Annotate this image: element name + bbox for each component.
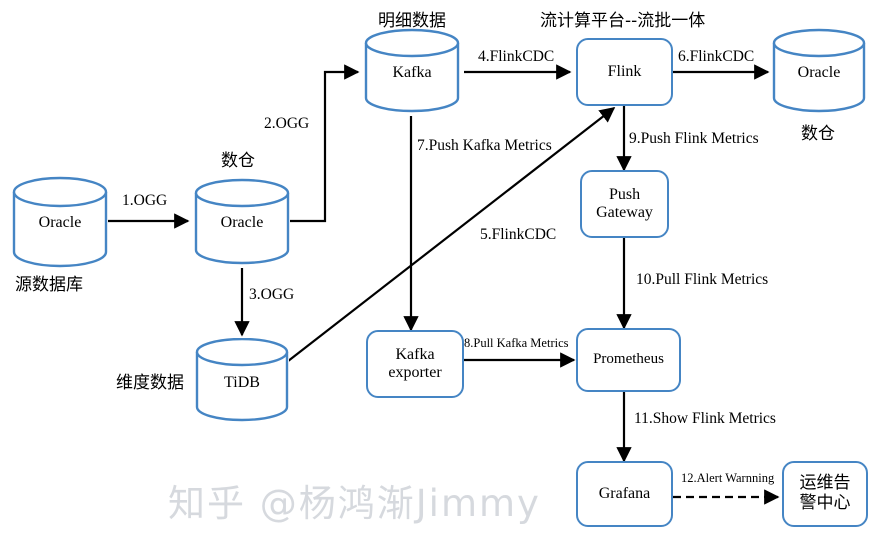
edge-label-4: 4.FlinkCDC [478, 48, 555, 65]
caption-oracle-dw: 数仓 [221, 151, 255, 171]
node-label: Kafka [392, 64, 432, 81]
edge-label-7: 7.Push Kafka Metrics [417, 137, 552, 154]
node-prometheus[interactable]: Prometheus [576, 328, 681, 392]
cylinder-shape [194, 178, 290, 265]
node-label: Oracle [38, 214, 82, 231]
edge-label-2: 2.OGG [264, 115, 310, 132]
caption-oracle-sink: 数仓 [801, 124, 835, 144]
edge-2-ogg [289, 64, 360, 223]
edge-label-3: 3.OGG [249, 286, 295, 303]
node-grafana[interactable]: Grafana [576, 461, 673, 527]
node-label: Prometheus [593, 351, 664, 368]
edge-label-10: 10.Pull Flink Metrics [636, 271, 769, 288]
node-flink[interactable]: Flink [576, 38, 673, 106]
edge-label-9: 9.Push Flink Metrics [629, 130, 759, 147]
edge-label-12: 12.Alert Warnning [681, 471, 775, 485]
node-label: TiDB [224, 374, 260, 391]
node-label-line2: exporter [388, 364, 442, 381]
node-tidb[interactable]: TiDB [195, 338, 289, 424]
node-oracle-sink[interactable]: Oracle [772, 28, 866, 116]
node-label-line1: Push [608, 185, 641, 203]
edge-label-5: 5.FlinkCDC [480, 226, 557, 243]
node-label: Oracle [220, 214, 264, 231]
edge-label-6: 6.FlinkCDC [678, 48, 755, 65]
cylinder-shape [772, 28, 866, 113]
cylinder-shape [364, 28, 460, 113]
node-push-gateway[interactable]: Push Gateway [580, 170, 669, 238]
node-label-line1: 运维告 [799, 473, 851, 494]
caption-source-database: 源数据库 [15, 275, 83, 295]
node-alert-center[interactable]: 运维告 警中心 [782, 461, 868, 527]
edge-label-11: 11.Show Flink Metrics [634, 410, 776, 427]
node-oracle-source[interactable]: Oracle [12, 176, 108, 268]
caption-kafka: 明细数据 [378, 11, 446, 31]
node-label-line1: Kafka [395, 345, 435, 363]
caption-tidb: 维度数据 [116, 373, 184, 393]
node-label: Grafana [598, 484, 651, 502]
caption-flink-platform: 流计算平台--流批一体 [540, 11, 706, 31]
node-kafka[interactable]: Kafka [364, 28, 460, 116]
cylinder-shape [195, 338, 289, 422]
node-oracle-dw[interactable]: Oracle [194, 178, 290, 268]
edge-label-8: 8.Pull Kafka Metrics [464, 336, 569, 350]
edge-label-1: 1.OGG [122, 192, 168, 209]
cylinder-shape [12, 176, 108, 268]
node-kafka-exporter[interactable]: Kafka exporter [366, 330, 464, 398]
node-label-line2: 警中心 [799, 493, 851, 513]
node-label: Oracle [797, 64, 841, 81]
node-label: Flink [607, 62, 642, 80]
node-label-line2: Gateway [596, 204, 653, 221]
